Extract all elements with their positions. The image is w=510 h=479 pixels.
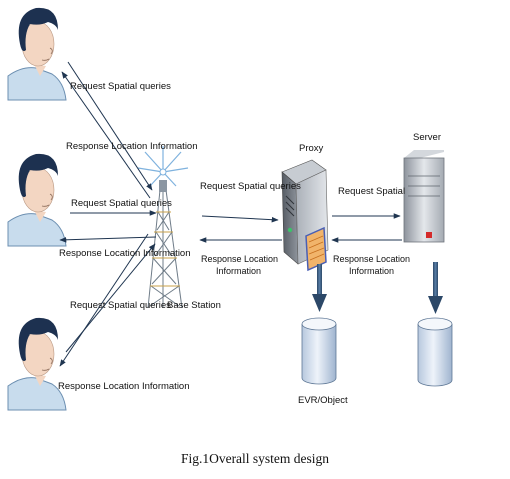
label-response-from-server-line2: Information bbox=[349, 266, 394, 276]
server-icon bbox=[403, 150, 445, 243]
label-server: Server bbox=[413, 132, 441, 143]
arrow-response-top bbox=[61, 71, 151, 199]
label-response-bot: Response Location Information bbox=[58, 381, 190, 392]
database-icon-server bbox=[417, 317, 453, 387]
label-request-spatial: Request Spatial bbox=[338, 186, 405, 197]
user-icon-middle bbox=[7, 153, 67, 247]
label-request-top: Request Spatial queries bbox=[70, 81, 171, 92]
user-icon-bottom bbox=[7, 317, 67, 411]
proxy-cache-icon bbox=[305, 226, 327, 272]
label-evr-object: EVR/Object bbox=[298, 395, 348, 406]
label-response-from-proxy-line1: Response Location bbox=[201, 254, 278, 264]
user-arrows bbox=[59, 61, 157, 367]
user-icon-top bbox=[7, 7, 67, 101]
label-response-top: Response Location Information bbox=[66, 141, 198, 152]
label-request-mid: Request Spatial queries bbox=[71, 198, 172, 209]
label-base-station: Base Station bbox=[167, 300, 221, 311]
arrow-server-to-db bbox=[428, 262, 443, 314]
arrow-proxy-to-db bbox=[312, 264, 327, 312]
label-response-from-proxy-line2: Information bbox=[216, 266, 261, 276]
arrow-request-top bbox=[67, 61, 153, 191]
label-response-from-server-line1: Response Location bbox=[333, 254, 410, 264]
label-request-bot: Request Spatial queries bbox=[70, 300, 171, 311]
arrow-request-to-proxy bbox=[201, 215, 279, 223]
label-response-mid: Response Location Information bbox=[59, 248, 191, 259]
arrow-response-bot bbox=[59, 233, 149, 367]
arrow-response-mid bbox=[59, 236, 157, 243]
database-icon-proxy bbox=[301, 317, 337, 385]
base-station-tower-icon bbox=[137, 146, 189, 309]
label-proxy: Proxy bbox=[299, 143, 324, 154]
label-request-to-proxy: Request Spatial queries bbox=[200, 181, 301, 192]
figure-caption: Fig.1Overall system design bbox=[180, 451, 330, 466]
proxy-server-icon bbox=[281, 159, 329, 272]
arrow-request-bot bbox=[65, 243, 156, 353]
